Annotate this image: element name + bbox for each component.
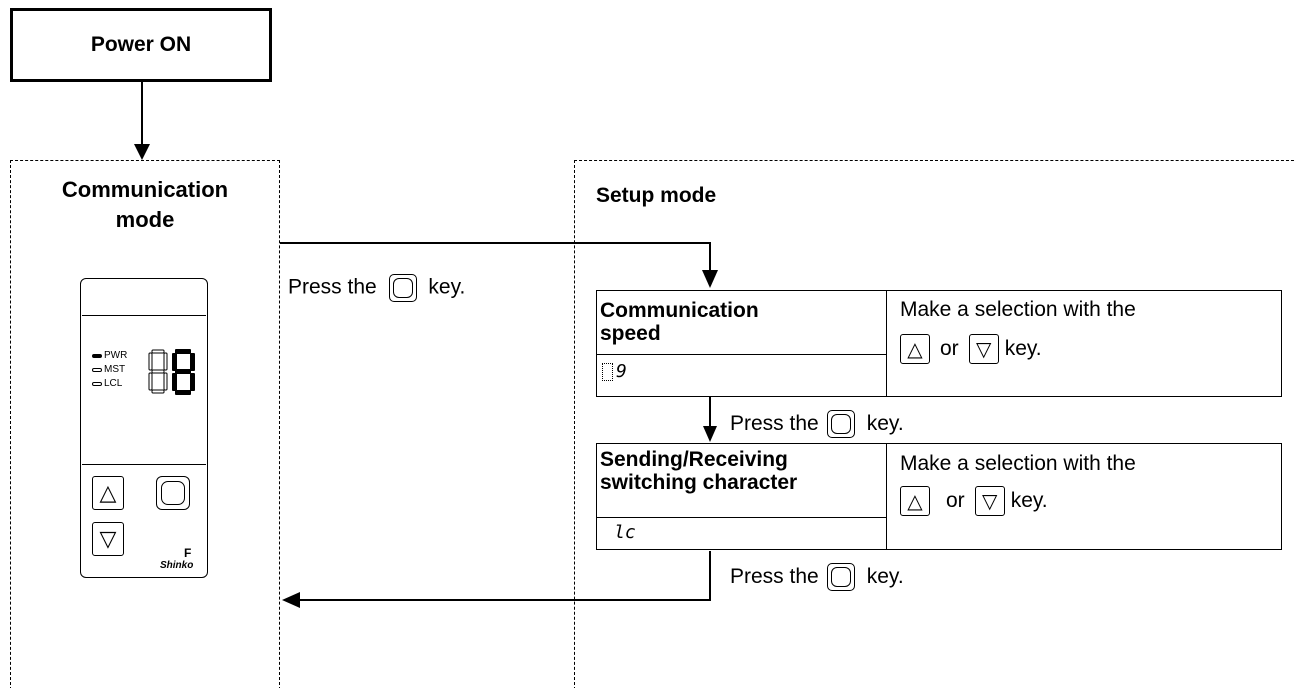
device-top-panel xyxy=(82,280,206,316)
device-up-key[interactable]: △ xyxy=(92,476,124,510)
communication-mode-title: Communication mode xyxy=(10,175,280,235)
setup-mode-region xyxy=(574,160,1294,688)
step1-name-line2: speed xyxy=(600,322,661,345)
to-setup-text: Press the xyxy=(288,275,377,299)
up-triangle-icon: △ xyxy=(99,480,117,505)
step1-key-suffix: key. xyxy=(1004,337,1042,360)
step1-instruction-line2: △ or ▽ key. xyxy=(900,334,1042,364)
step2-name-line1: Sending/Receiving xyxy=(600,448,788,471)
blank-digit-icon xyxy=(602,362,613,381)
power-on-box: Power ON xyxy=(10,8,272,82)
step1-name-line1: Communication xyxy=(600,299,759,322)
step1-display: 9 xyxy=(602,361,627,382)
device-divider xyxy=(82,464,206,465)
model-mark: F xyxy=(184,546,192,560)
step1-column-divider xyxy=(886,290,887,397)
led-pwr: PWR xyxy=(92,350,127,361)
press-prefix-2: Press the xyxy=(730,565,819,588)
step2-instruction-line1: Make a selection with the xyxy=(900,452,1136,475)
seven-segment-display xyxy=(148,349,195,395)
step1-row-divider xyxy=(596,354,887,355)
device-down-key[interactable]: ▽ xyxy=(92,522,124,556)
brand-logo: Shinko xyxy=(160,560,194,571)
press-suffix-1: key. xyxy=(866,412,904,435)
step1-name: Communication speed xyxy=(600,299,759,345)
communication-mode-region xyxy=(10,160,280,688)
mode-key-icon xyxy=(826,563,855,591)
led-pwr-lamp xyxy=(92,353,102,358)
led-lcl: LCL xyxy=(92,378,127,389)
up-key-icon: △ xyxy=(900,334,930,364)
step1-instruction-line1: Make a selection with the xyxy=(900,298,1136,321)
mode-key-icon xyxy=(826,410,855,438)
down-triangle-icon: ▽ xyxy=(99,526,117,551)
step1-or: or xyxy=(940,337,959,360)
arrow-head-power xyxy=(134,144,150,160)
led-mst-lamp xyxy=(92,367,102,372)
to-setup-instruction: Press the key. xyxy=(288,274,465,302)
led-pwr-label: PWR xyxy=(104,350,128,361)
step2-name-line2: switching character xyxy=(600,471,798,494)
step1-display-value: 9 xyxy=(616,361,627,382)
device-mode-key[interactable] xyxy=(156,476,190,510)
comm-title-line2: mode xyxy=(115,207,175,232)
led-lcl-label: LCL xyxy=(104,378,123,389)
up-key-icon: △ xyxy=(900,486,930,516)
mode-key-icon xyxy=(388,274,417,302)
press-suffix-2: key. xyxy=(866,565,904,588)
power-on-label: Power ON xyxy=(90,33,192,56)
step2-display: lc xyxy=(614,522,636,543)
step2-name: Sending/Receiving switching character xyxy=(600,448,797,494)
press-between-steps: Press the key. xyxy=(730,410,904,438)
step-switching-character xyxy=(596,443,1282,550)
mode-key-icon xyxy=(161,481,185,505)
step2-instruction-line2: △ or ▽ key. xyxy=(900,486,1048,516)
press-prefix-1: Press the xyxy=(730,412,819,435)
led-mst-label: MST xyxy=(104,364,126,375)
comm-title-line1: Communication xyxy=(61,177,229,202)
led-mst: MST xyxy=(92,364,127,375)
down-key-icon: ▽ xyxy=(974,486,1005,516)
to-setup-suffix: key. xyxy=(428,275,466,299)
step2-row-divider xyxy=(596,517,887,518)
controller-device xyxy=(80,278,208,578)
step2-column-divider xyxy=(886,443,887,550)
led-indicators: PWR MST LCL xyxy=(92,350,127,389)
down-key-icon: ▽ xyxy=(968,334,999,364)
led-lcl-lamp xyxy=(92,381,102,386)
step-communication-speed xyxy=(596,290,1282,397)
press-after-step2: Press the key. xyxy=(730,563,904,591)
step2-or: or xyxy=(946,489,965,512)
step2-key-suffix: key. xyxy=(1010,489,1048,512)
setup-mode-title: Setup mode xyxy=(596,184,717,207)
